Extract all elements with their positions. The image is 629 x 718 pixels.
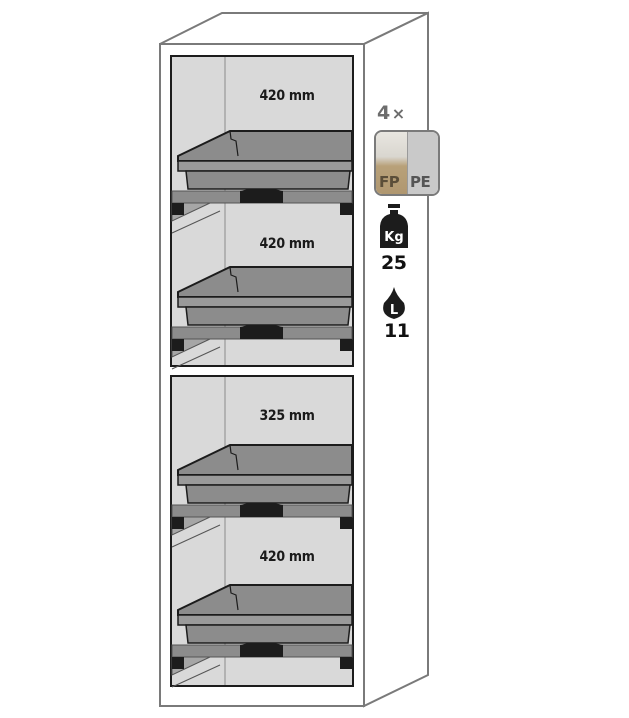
shelf-1-clearance: 420 mm bbox=[259, 88, 315, 104]
load-value: 25 bbox=[381, 252, 407, 274]
shelf-2-clearance: 420 mm bbox=[259, 236, 315, 252]
svg-text:L: L bbox=[390, 303, 398, 318]
fp-swatch bbox=[376, 132, 407, 194]
shelf-3-clearance: 325 mm bbox=[259, 408, 315, 424]
svg-text:Kg: Kg bbox=[384, 230, 403, 245]
volume-value: 11 bbox=[384, 320, 410, 342]
fp-label: FP bbox=[379, 173, 400, 191]
pe-swatch bbox=[407, 132, 438, 194]
pe-label: PE bbox=[410, 173, 431, 191]
tray-quantity: 4× bbox=[377, 102, 405, 124]
shelf-4-clearance: 420 mm bbox=[259, 549, 315, 565]
weight-icon: Kg bbox=[379, 204, 409, 252]
drop-icon: L bbox=[382, 287, 406, 323]
material-badge: FP PE bbox=[374, 130, 440, 196]
